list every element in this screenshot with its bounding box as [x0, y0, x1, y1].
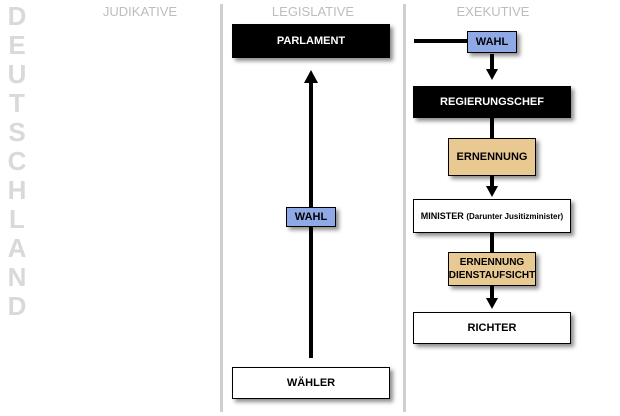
arrowhead-down: [486, 69, 498, 80]
arrowhead-down: [486, 186, 498, 197]
side-title-deutschland: D E U T S C H L A N D: [0, 2, 34, 321]
side-title-letter: A: [7, 233, 27, 263]
column-divider-right: [403, 4, 406, 412]
side-title-letter: U: [7, 59, 27, 89]
side-title-letter: L: [9, 204, 25, 234]
minister-label: MINISTER: [420, 210, 464, 221]
side-title-letter: C: [7, 146, 27, 176]
side-title-letter: E: [8, 30, 26, 60]
side-title-letter: D: [7, 1, 27, 31]
box-wahl-legislative: WAHL: [286, 207, 336, 227]
box-parlament: PARLAMENT: [232, 24, 390, 58]
box-ernennung-dienstaufsicht: ERNENNUNG DIENSTAUFSICHT: [448, 252, 536, 286]
side-title-letter: D: [7, 291, 27, 321]
side-title-letter: N: [7, 262, 27, 292]
column-header-exekutive: EXEKUTIVE: [456, 4, 530, 19]
side-title-letter: H: [7, 175, 27, 205]
box-minister: MINISTER (Darunter Jusitizminister): [413, 199, 571, 233]
arrowhead-up: [304, 70, 318, 83]
box-ernennung: ERNENNUNG: [448, 138, 536, 176]
box-richter: RICHTER: [413, 312, 571, 344]
side-title-letter: S: [8, 117, 26, 147]
box-wahl-exekutive: WAHL: [467, 31, 517, 53]
dienstaufsicht-label: DIENSTAUFSICHT: [448, 270, 536, 281]
side-title-letter: T: [9, 88, 25, 118]
ernennung-label: ERNENNUNG: [459, 257, 525, 268]
column-header-judikative: JUDIKATIVE: [102, 4, 178, 19]
column-header-legislative: LEGISLATIVE: [271, 4, 355, 19]
minister-note: (Darunter Jusitizminister): [466, 211, 564, 221]
column-divider-left: [220, 4, 223, 412]
box-regierungschef: REGIERUNGSCHEF: [413, 86, 571, 118]
arrowhead-down: [486, 298, 498, 309]
box-waehler: WÄHLER: [232, 367, 390, 399]
